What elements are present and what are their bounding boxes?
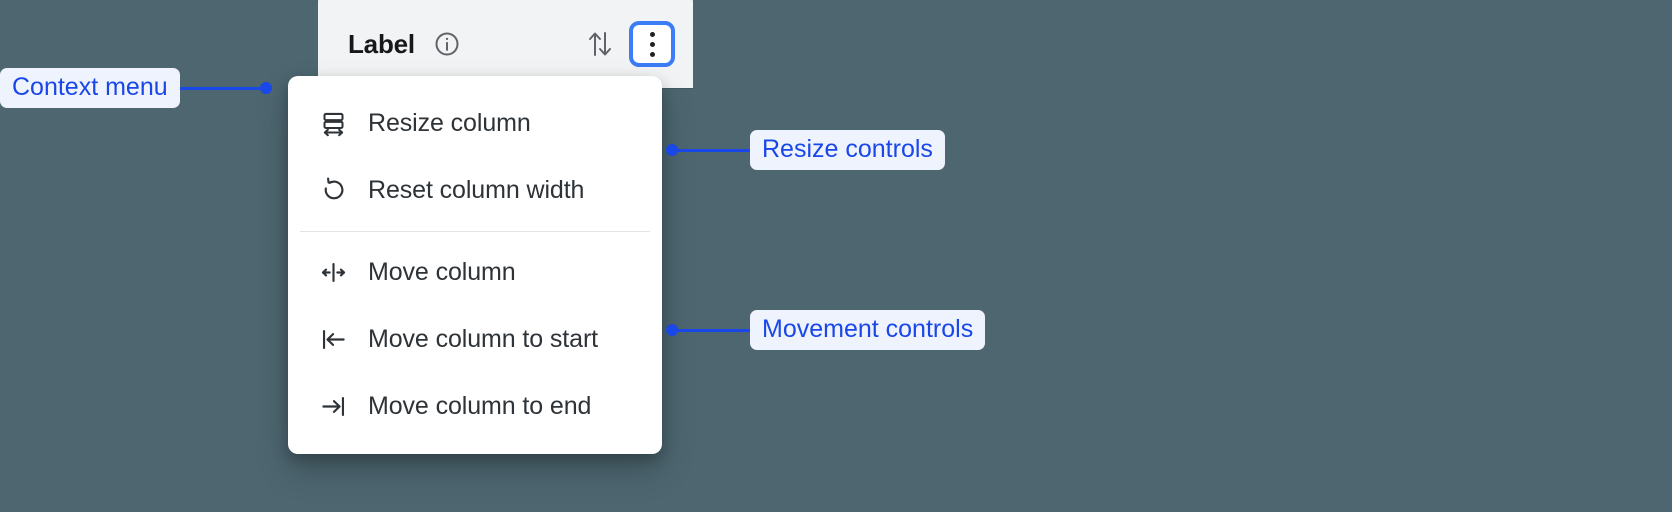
column-header-panel: Label xyxy=(318,0,693,88)
menu-item-label: Reset column width xyxy=(368,176,585,204)
leader-dot xyxy=(666,324,678,336)
annotation-label: Context menu xyxy=(0,68,180,108)
reset-width-icon xyxy=(318,176,348,206)
info-circle-icon[interactable] xyxy=(433,30,461,58)
menu-item-move-column-to-end[interactable]: Move column to end xyxy=(288,373,662,440)
context-menu: Resize column Reset column width Move co… xyxy=(288,76,662,454)
annotation-label: Movement controls xyxy=(750,310,986,350)
menu-item-reset-column-width[interactable]: Reset column width xyxy=(288,157,662,224)
annotation-movement-controls: Movement controls xyxy=(666,310,986,350)
kebab-dot xyxy=(649,41,655,47)
annotation-context-menu: Context menu xyxy=(0,68,272,108)
annotation-resize-controls: Resize controls xyxy=(666,130,945,170)
leader-line xyxy=(678,148,750,152)
kebab-dot xyxy=(649,31,655,37)
move-to-start-icon xyxy=(318,325,348,355)
leader-line xyxy=(678,328,750,332)
sort-up-down-icon[interactable] xyxy=(585,27,615,61)
menu-item-label: Resize column xyxy=(368,109,531,137)
menu-item-move-column-to-start[interactable]: Move column to start xyxy=(288,306,662,373)
menu-item-label: Move column xyxy=(368,258,516,286)
leader-dot xyxy=(259,82,272,94)
leader-line xyxy=(179,86,260,90)
move-to-end-icon xyxy=(318,392,348,422)
annotation-label: Resize controls xyxy=(750,130,945,170)
move-column-icon xyxy=(318,258,348,288)
menu-item-move-column[interactable]: Move column xyxy=(288,239,662,306)
kebab-menu-icon[interactable] xyxy=(629,21,675,67)
resize-column-icon xyxy=(318,109,348,139)
menu-divider xyxy=(300,231,650,232)
menu-item-resize-column[interactable]: Resize column xyxy=(288,90,662,157)
menu-item-label: Move column to start xyxy=(368,325,599,353)
leader-dot xyxy=(666,144,678,156)
kebab-dot xyxy=(649,51,655,57)
menu-item-label: Move column to end xyxy=(368,392,592,420)
page-title: Label xyxy=(348,28,415,59)
